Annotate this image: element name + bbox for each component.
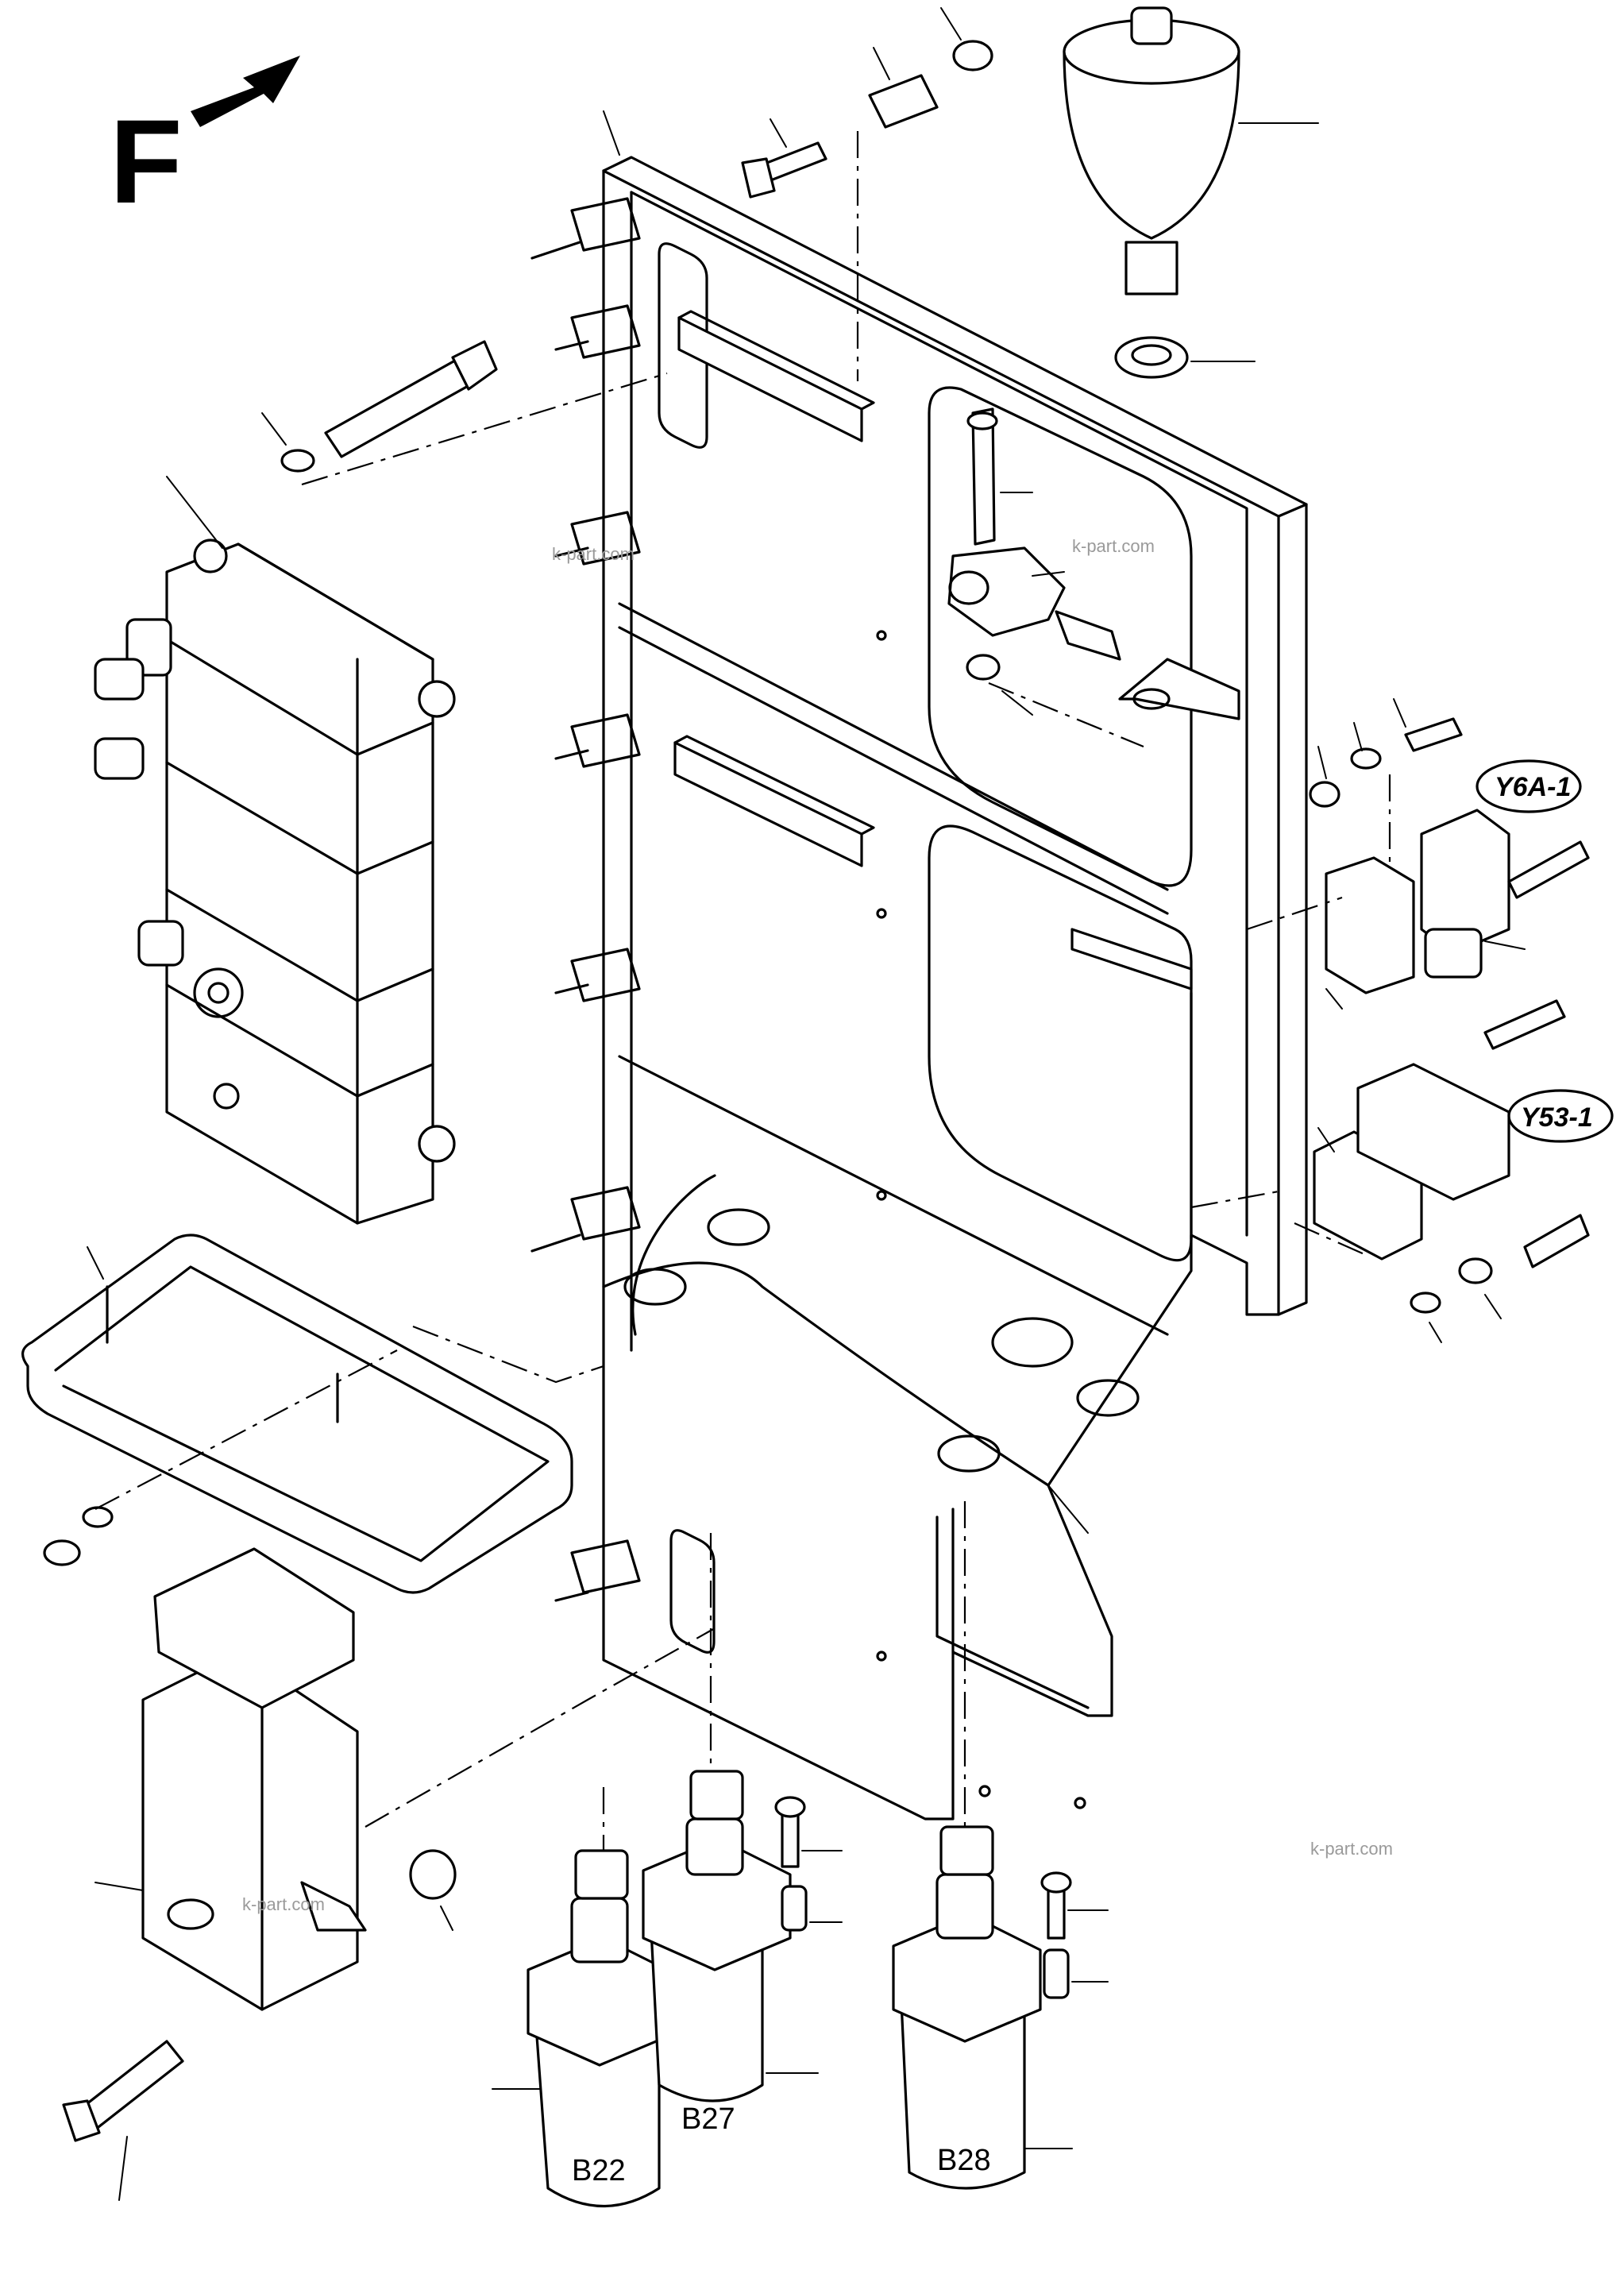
accumulator — [1063, 6, 1319, 379]
center-fitting — [947, 407, 1144, 748]
filter-b22 — [492, 1787, 677, 2207]
solenoid-valve-y53 — [1190, 999, 1590, 1343]
forward-arrow-icon — [191, 56, 300, 127]
orientation-indicator: F — [110, 56, 300, 228]
watermark: k-part.com — [242, 1894, 325, 1914]
watermark: k-part.com — [1310, 1839, 1393, 1859]
lower-valve-block — [62, 1547, 716, 2201]
watermark: k-part.com — [552, 544, 635, 564]
filter-hardware — [774, 1796, 1109, 1999]
label-y6a: Y6A-1 — [1475, 759, 1582, 813]
watermark: k-part.com — [1072, 536, 1155, 556]
filter-b28 — [892, 1501, 1073, 2190]
filter-b27 — [642, 1533, 819, 2102]
control-valve-block — [94, 476, 456, 1225]
label-b28: B28 — [937, 2144, 991, 2177]
solenoid-valve-y6a — [1246, 698, 1590, 1010]
top-hardware — [603, 7, 993, 381]
label-y6a-text: Y6A-1 — [1495, 772, 1571, 802]
valve-block-bolt — [261, 340, 668, 486]
mounting-frame — [530, 156, 1308, 1820]
label-b22: B22 — [572, 2154, 626, 2187]
orientation-letter: F — [110, 95, 183, 228]
label-y53-text: Y53-1 — [1521, 1102, 1593, 1133]
label-b27: B27 — [681, 2102, 735, 2136]
label-y53: Y53-1 — [1507, 1089, 1614, 1143]
tray — [21, 1234, 604, 1594]
